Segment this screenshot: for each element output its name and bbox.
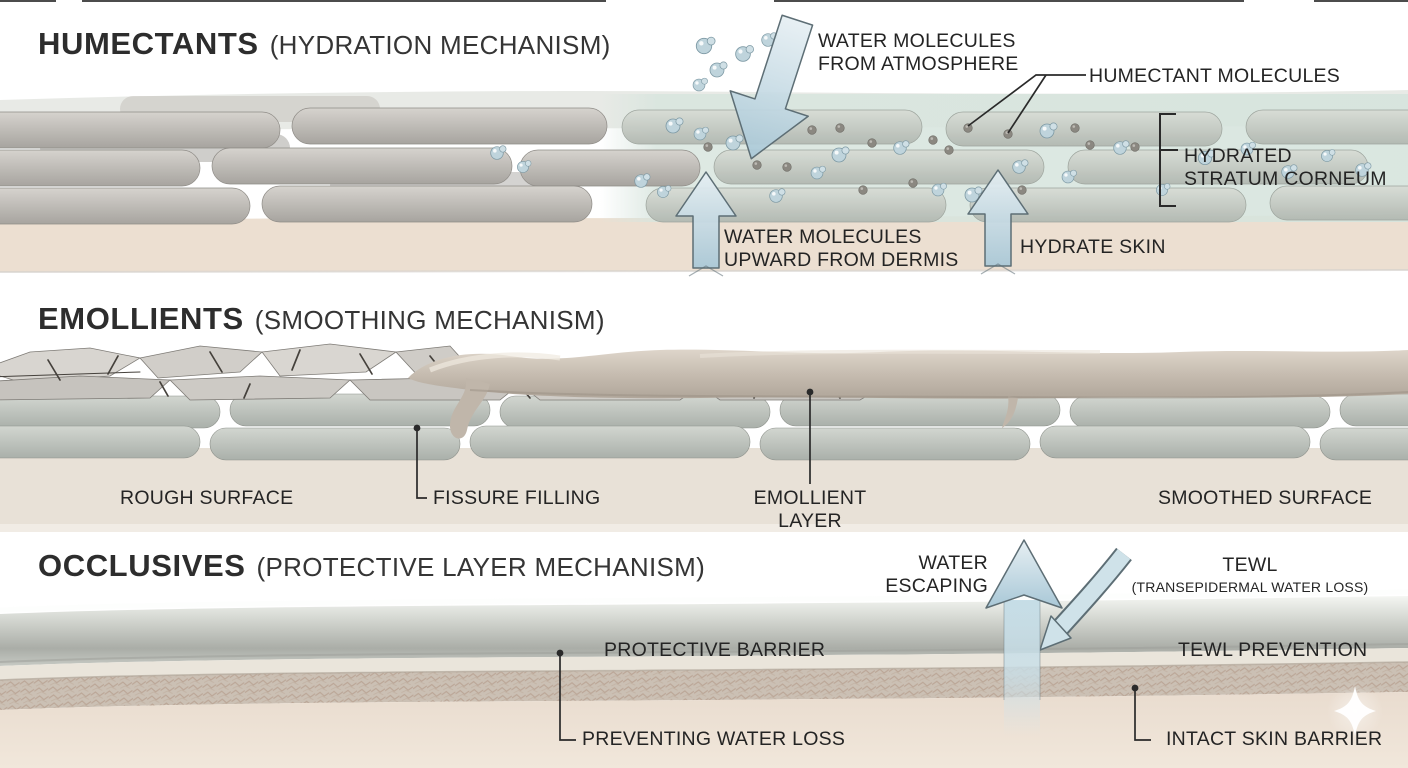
emollients-subtitle: (SMOOTHING MECHANISM) [254,305,605,335]
emollients-title: EMOLLIENTS [38,301,244,336]
label-protective-barrier: PROTECTIVE BARRIER [604,639,826,661]
pointer-line-emollient-layer [806,388,814,484]
top-edge-line [0,0,1408,2]
label-water-molecules-from-atmosphere: WATER MOLECULES FROM ATMOSPHERE [818,30,1019,75]
humectants-title: HUMECTANTS [38,26,259,61]
occlusives-subtitle: (PROTECTIVE LAYER MECHANISM) [256,552,706,582]
label-preventing-water-loss: PREVENTING WATER LOSS [582,728,846,750]
pointer-line-intact-skin-barrier [1131,684,1151,741]
label-humectant-molecules: HUMECTANT MOLECULES [1089,65,1341,87]
label-smoothed-surface: SMOOTHED SURFACE [1158,487,1373,509]
emollient-layer-shape [408,349,1408,439]
section-title-humectants: HUMECTANTS (HYDRATION MECHANISM) [38,26,611,62]
section-title-emollients: EMOLLIENTS (SMOOTHING MECHANISM) [38,301,605,337]
label-rough-surface: ROUGH SURFACE [120,487,294,509]
label-intact-skin-barrier: INTACT SKIN BARRIER [1166,728,1383,750]
label-emollient-layer: EMOLLIENT LAYER [753,487,867,532]
label-tewl-full: (TRANSEPIDERMAL WATER LOSS) [1131,579,1369,595]
humectants-skin-crosssection [0,14,1408,277]
label-water-molecules-upward-from-dermis: WATER MOLECULES UPWARD FROM DERMIS [724,226,959,271]
label-tewl-prevention: TEWL PREVENTION [1178,639,1368,661]
label-hydrate-skin: HYDRATE SKIN [1020,236,1166,258]
label-tewl: TEWL [1222,554,1278,576]
deflected-tewl-arrow-icon [1039,547,1132,651]
water-escaping-arrow-icon [985,539,1063,736]
emollients-skin-crosssection [0,343,1408,532]
occlusives-title: OCCLUSIVES [38,548,246,583]
pointer-line-humectant-molecules [967,74,1086,134]
label-fissure-filling: FISSURE FILLING [433,487,601,509]
humectants-subtitle: (HYDRATION MECHANISM) [269,30,611,60]
sparkle-icon [1327,683,1383,739]
label-hydrated-stratum-corneum: HYDRATED STRATUM CORNEUM [1184,145,1387,190]
section-title-occlusives: OCCLUSIVES (PROTECTIVE LAYER MECHANISM) [38,548,705,584]
label-water-escaping: WATER ESCAPING [885,552,988,597]
pointer-line-fissure-filling [413,424,427,499]
pointer-line-preventing-water-loss [556,649,576,741]
down-arrow-icon [729,14,814,160]
bracket-hydrated-stratum-corneum [1159,113,1178,207]
occlusives-skin-crosssection [0,539,1408,768]
